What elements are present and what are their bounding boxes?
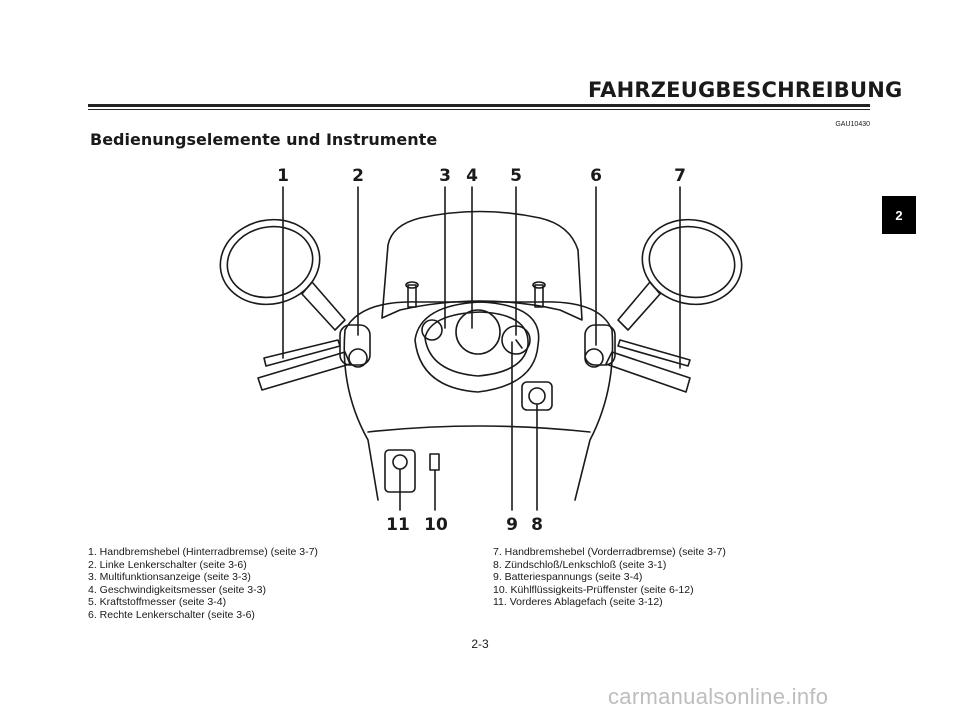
callout-1: 1: [277, 166, 289, 186]
windshield: [381, 210, 583, 321]
legend-item: 10. Kühlflüssigkeits-Prüffenster (seite …: [493, 583, 694, 596]
legend-item: 9. Batteriespannungs (seite 3-4): [493, 571, 643, 584]
page-title: Bedienungselemente und Instrumente: [90, 130, 438, 149]
right-brake-lever: [617, 339, 691, 367]
left-mirror: [219, 218, 321, 306]
multifunction-display: [421, 319, 443, 341]
coolant-check-window: [429, 453, 440, 471]
legend-item: 4. Geschwindigkeitsmesser (seite 3-3): [88, 583, 266, 596]
right-handlebar: [605, 351, 691, 393]
callout-11: 11: [386, 515, 410, 535]
callout-2: 2: [352, 166, 364, 186]
scooter-controls-diagram: 1 2 3 4 5 6 7 11 10 9 8: [219, 166, 743, 535]
callout-6: 6: [590, 166, 602, 186]
left-handlebar: [257, 351, 351, 391]
header-rule-thin: [88, 109, 870, 110]
callout-9: 9: [506, 515, 518, 535]
reference-code: GAU10430: [835, 121, 870, 128]
callout-8: 8: [531, 515, 543, 535]
right-mirror: [641, 218, 743, 306]
callout-5: 5: [510, 166, 522, 186]
header-rule-thick: [88, 104, 870, 107]
legend-item: 7. Handbremshebel (Vorderradbremse) (sei…: [493, 546, 726, 558]
legend-right: 7. Handbremshebel (Vorderradbremse) (sei…: [493, 546, 726, 609]
page-number: 2-3: [471, 637, 489, 651]
legend-item: 8. Zündschloß/Lenkschloß (seite 3-1): [493, 558, 667, 571]
section-header: FAHRZEUGBESCHREIBUNG: [588, 78, 903, 102]
front-fairing: [343, 301, 614, 501]
legend-item: 2. Linke Lenkerschalter (seite 3-6): [88, 558, 247, 571]
speedometer: [455, 309, 501, 355]
watermark: carmanualsonline.info: [608, 684, 829, 709]
callout-7: 7: [674, 166, 686, 186]
callout-4: 4: [466, 166, 478, 186]
legend-item: 3. Multifunktionsanzeige (seite 3-3): [88, 571, 251, 584]
legend-item: 11. Vorderes Ablagefach (seite 3-12): [493, 596, 663, 609]
legend-item: 5. Kraftstoffmesser (seite 3-4): [88, 596, 227, 609]
callout-3: 3: [439, 166, 451, 186]
instrument-cluster: [414, 301, 540, 393]
legend-item: 1. Handbremshebel (Hinterradbremse) (sei…: [88, 546, 318, 558]
chapter-tab[interactable]: 2: [882, 196, 916, 234]
left-brake-lever: [263, 339, 341, 367]
legend-left: 1. Handbremshebel (Hinterradbremse) (sei…: [88, 546, 318, 622]
callout-10: 10: [424, 515, 448, 535]
legend-item: 6. Rechte Lenkerschalter (seite 3-6): [88, 608, 255, 621]
